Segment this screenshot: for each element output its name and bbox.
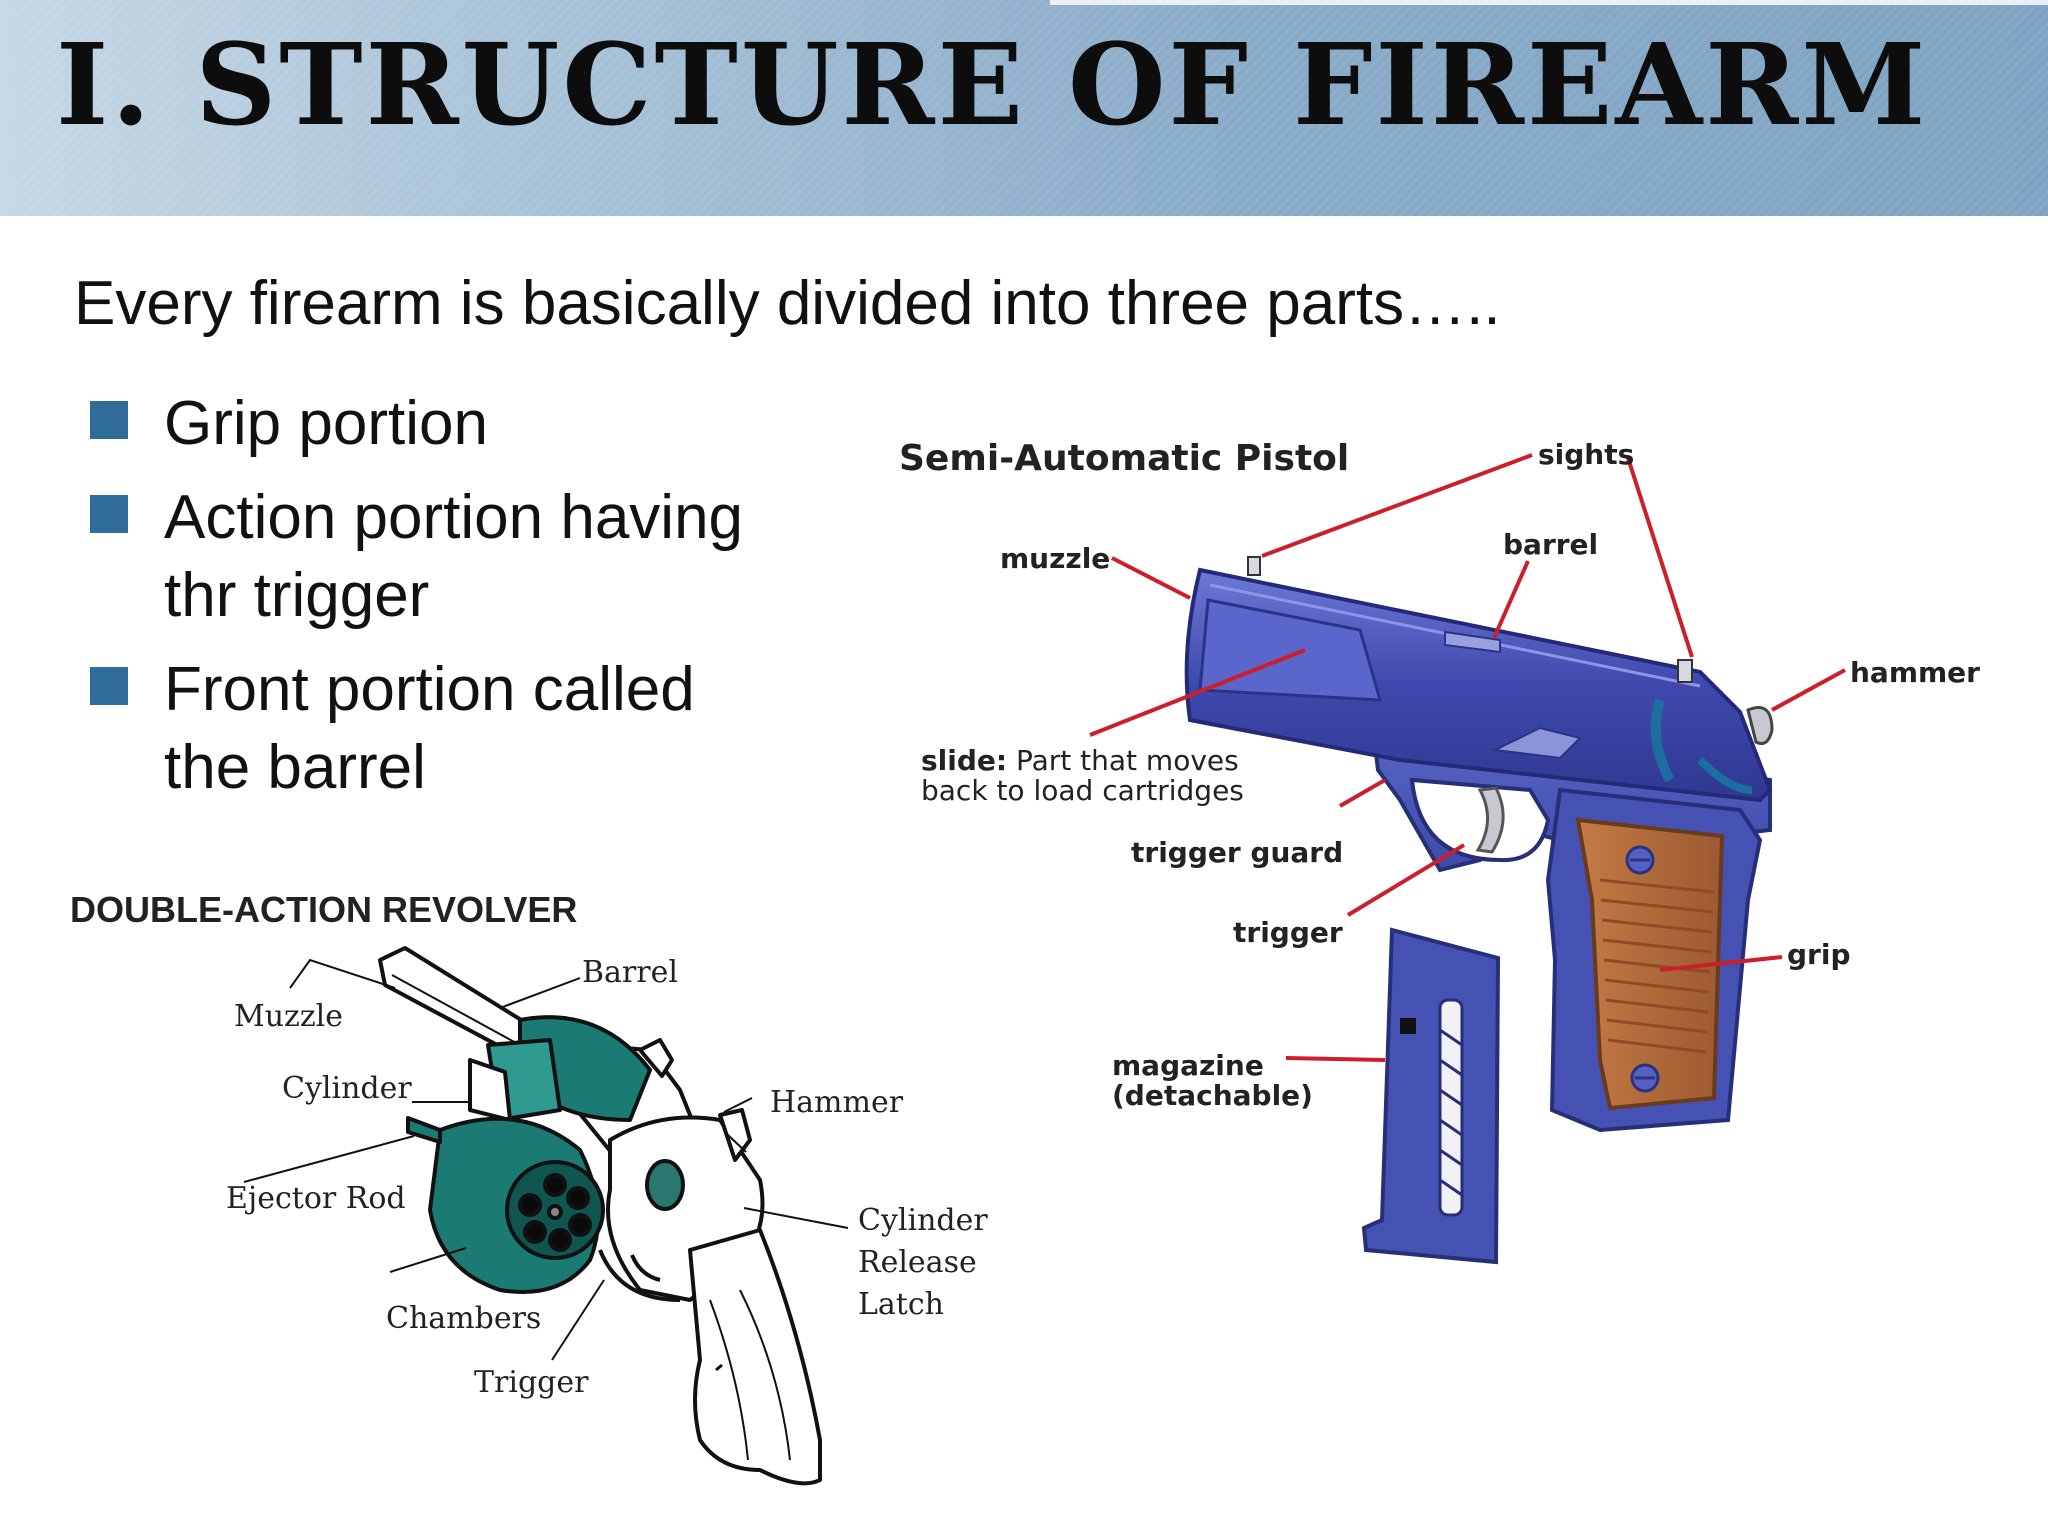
slide-title: I. STRUCTURE OF FIREARM bbox=[56, 20, 1929, 151]
bullet-text: the barrel bbox=[164, 733, 426, 802]
revolver-label-cylinder-release: Cylinder bbox=[858, 1203, 988, 1238]
pistol-label-slide-desc: Part that moves bbox=[1007, 744, 1239, 777]
bullet-item: Front portion called the barrel bbox=[90, 651, 743, 807]
revolver-drawing bbox=[378, 946, 822, 1486]
bullet-text: Front portion called bbox=[164, 655, 695, 724]
revolver-label-cylinder: Cylinder bbox=[282, 1071, 412, 1106]
pistol-heading: Semi-Automatic Pistol bbox=[899, 438, 1349, 479]
bullet-list: Grip portion Action portion having thr t… bbox=[90, 385, 743, 823]
title-band bbox=[0, 0, 2048, 216]
subtitle: Every firearm is basically divided into … bbox=[74, 269, 1501, 338]
pistol-label-slide-term: slide: bbox=[921, 744, 1007, 777]
pistol-drawing bbox=[1184, 556, 1774, 1133]
pistol-label-slide-desc-2: back to load cartridges bbox=[921, 774, 1244, 807]
pistol-label-trigger: trigger bbox=[1233, 916, 1343, 949]
magazine-drawing bbox=[1361, 927, 1501, 1265]
pistol-label-hammer: hammer bbox=[1850, 656, 1980, 689]
bullet-text: Action portion having bbox=[164, 483, 744, 552]
revolver-label-hammer: Hammer bbox=[770, 1085, 904, 1120]
revolver-label-chambers: Chambers bbox=[386, 1301, 541, 1336]
revolver-label-barrel: Barrel bbox=[582, 955, 678, 990]
pistol-label-muzzle: muzzle bbox=[1000, 542, 1110, 575]
pistol-label-slide: slide: Part that moves bbox=[921, 744, 1239, 777]
bullet-text: Grip portion bbox=[164, 389, 488, 458]
pistol-label-grip: grip bbox=[1787, 938, 1851, 971]
pistol-label-trigger-guard: trigger guard bbox=[1131, 836, 1343, 869]
revolver-label-ejector-rod: Ejector Rod bbox=[226, 1181, 406, 1216]
bullet-text: thr trigger bbox=[164, 561, 430, 630]
revolver-label-cylinder-release-2: Release bbox=[858, 1245, 977, 1280]
pistol-label-sights: sights bbox=[1538, 438, 1634, 471]
pistol-label-barrel: barrel bbox=[1503, 528, 1598, 561]
bullet-item: Grip portion bbox=[90, 385, 743, 463]
pistol-pointer-lines bbox=[1089, 453, 1846, 1062]
pistol-label-magazine-detachable: (detachable) bbox=[1112, 1079, 1313, 1112]
pistol-label-magazine: magazine bbox=[1112, 1049, 1264, 1082]
bullet-item: Action portion having thr trigger bbox=[90, 479, 743, 635]
revolver-label-muzzle: Muzzle bbox=[234, 999, 343, 1034]
revolver-label-cylinder-release-3: Latch bbox=[858, 1287, 944, 1322]
revolver-heading: DOUBLE-ACTION REVOLVER bbox=[70, 889, 577, 930]
square-bullet-icon bbox=[90, 667, 128, 705]
square-bullet-icon bbox=[90, 401, 128, 439]
title-band-highlight bbox=[1050, 0, 2048, 5]
revolver-pointer-lines bbox=[243, 958, 849, 1361]
square-bullet-icon bbox=[90, 495, 128, 533]
revolver-label-trigger: Trigger bbox=[474, 1365, 589, 1400]
